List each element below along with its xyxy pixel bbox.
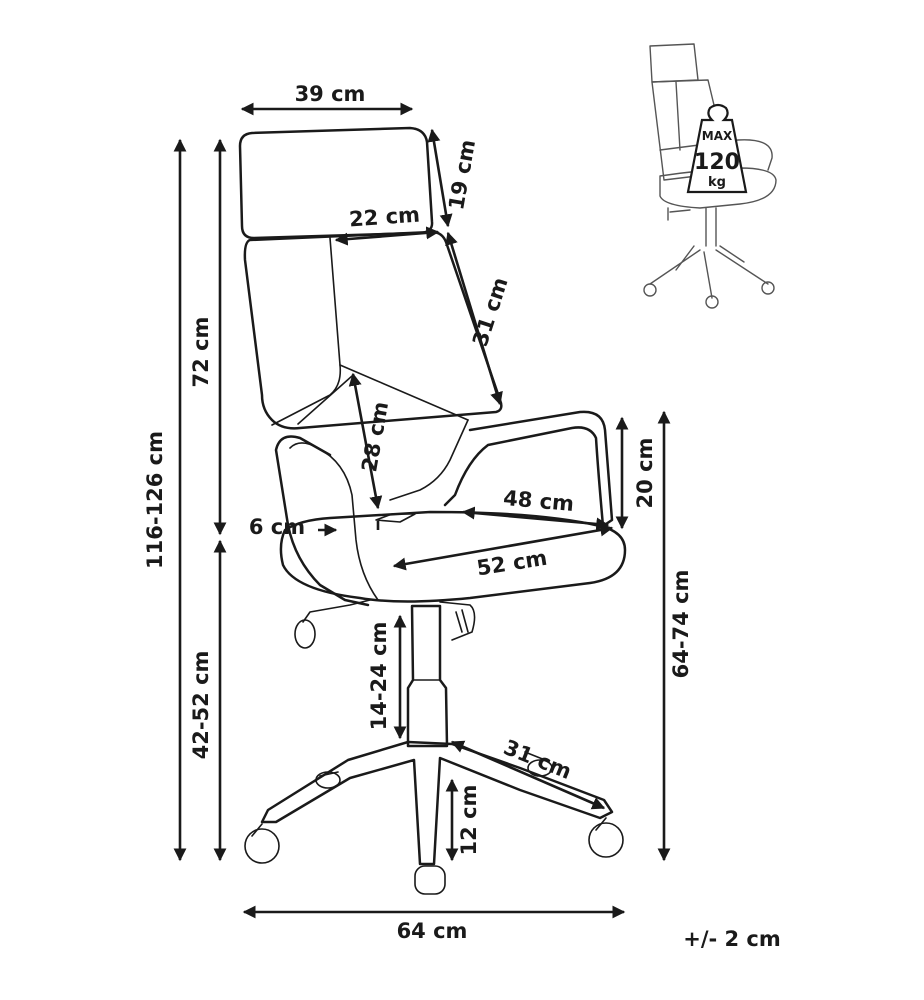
seat xyxy=(279,510,627,603)
right-armrest xyxy=(443,410,614,528)
backrest-width-label: 39 cm xyxy=(295,82,366,106)
inner-back-width-label: 22 cm xyxy=(348,203,420,232)
lumbar-height-label: 28 cm xyxy=(357,400,393,474)
total-height-label: 116-126 cm xyxy=(143,431,167,569)
upper-back-height-label: 31 cm xyxy=(468,274,513,349)
headrest-height-label: 19 cm xyxy=(444,138,480,212)
badge-unit: kg xyxy=(708,175,726,190)
badge-weight: 120 xyxy=(694,150,740,175)
armrest-floor-height-label: 64-74 cm xyxy=(669,570,693,679)
caster-height-label: 12 cm xyxy=(457,785,481,856)
seat-gap-label: 6 cm xyxy=(249,515,305,539)
seat-depth-label: 48 cm xyxy=(502,486,575,516)
weight-icon xyxy=(686,103,748,194)
left-armrest xyxy=(274,435,370,607)
base-width-label: 64 cm xyxy=(397,919,468,943)
dimension-labels: 39 cm 19 cm 22 cm 31 cm 116-126 cm 72 cm… xyxy=(143,82,781,951)
max-load-badge: MAX 120 kg xyxy=(686,103,748,194)
dimension-lines xyxy=(173,102,671,919)
backrest xyxy=(243,230,503,430)
armrest-height-label: 20 cm xyxy=(633,438,657,509)
gas-cylinder xyxy=(406,604,449,748)
seat-floor-height-label: 42-52 cm xyxy=(189,651,213,760)
tolerance-note: +/- 2 cm xyxy=(683,927,781,951)
chair-illustration xyxy=(238,126,627,895)
backrest-height-label: 72 cm xyxy=(189,317,213,388)
badge-max: MAX xyxy=(702,129,733,143)
gas-lift-label: 14-24 cm xyxy=(367,622,391,731)
